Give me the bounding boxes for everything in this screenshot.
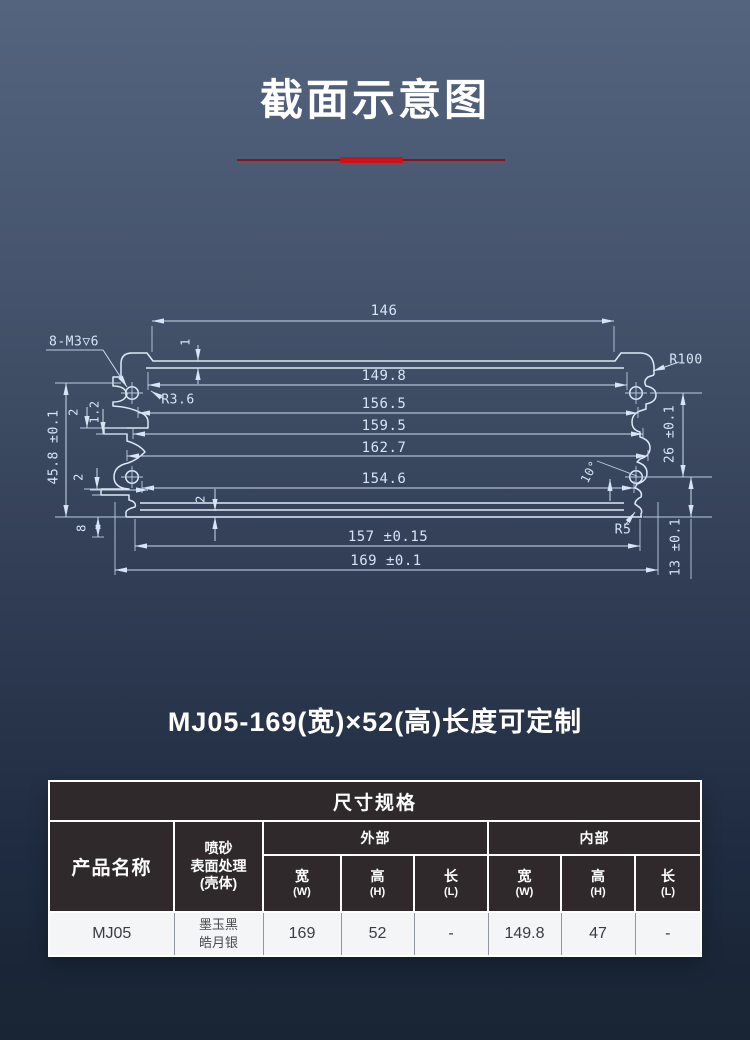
group-header-inner: 内部 xyxy=(486,820,703,856)
dimension-label: 149.8 xyxy=(362,368,407,384)
dimension-label: R5 xyxy=(615,523,632,538)
dimension-en-label: (W) xyxy=(515,885,534,898)
cell-dimension-value: 47 xyxy=(560,911,636,957)
cell-dimension-value: 169 xyxy=(262,911,342,957)
cell-dimension-value: 149.8 xyxy=(487,911,562,957)
col-header-dimension: 高(H) xyxy=(560,854,636,913)
dimension-label: 157 ±0.15 xyxy=(348,529,428,545)
dimension-label: 156.5 xyxy=(362,396,407,412)
text-line: 表面处理 xyxy=(190,857,247,874)
cell-product-name: MJ05 xyxy=(48,911,175,957)
col-header-finish: 喷砂表面处理(壳体) xyxy=(173,820,264,913)
dimension-label: 154.6 xyxy=(362,471,407,487)
dimension-label: 2 xyxy=(67,408,81,416)
dimension-cn-label: 长 xyxy=(661,868,675,884)
col-header-dimension: 高(H) xyxy=(340,854,415,913)
dimension-label: 26 ±0.1 xyxy=(663,405,678,463)
product-spec-headline: MJ05-169(宽)×52(高)长度可定制 xyxy=(167,707,583,737)
dimension-cn-label: 高 xyxy=(591,868,605,884)
spec-table-title: 尺寸规格 xyxy=(47,780,703,822)
dimension-en-label: (H) xyxy=(369,885,386,898)
dimension-label: 2 xyxy=(194,495,208,503)
dimension-cn-label: 高 xyxy=(370,868,385,884)
dimension-label: 162.7 xyxy=(362,440,407,456)
dimension-label: 45.8 ±0.1 xyxy=(47,410,62,485)
col-header-dimension: 宽(W) xyxy=(487,854,562,913)
dimension-label: 2 xyxy=(72,473,86,481)
dimension-en-label: (L) xyxy=(660,885,676,898)
col-header-product-name: 产品名称 xyxy=(48,820,175,913)
dimension-en-label: (H) xyxy=(590,885,606,898)
text-line: 喷砂 xyxy=(204,840,233,857)
dimension-label: 13 ±0.1 xyxy=(669,518,684,576)
cell-dimension-value: 52 xyxy=(340,911,415,957)
text-line: (壳体) xyxy=(199,875,238,892)
dimension-en-label: (W) xyxy=(293,885,311,898)
page-title: 截面示意图 xyxy=(260,77,490,125)
dimension-label: 1 xyxy=(179,338,193,346)
cell-dimension-value: - xyxy=(413,911,489,957)
dimension-label: 146 xyxy=(371,303,398,319)
dimension-en-label: (L) xyxy=(443,885,459,898)
leader-lines xyxy=(84,345,680,541)
spec-table: 尺寸规格 产品名称 喷砂表面处理(壳体) 外部 内部 宽(W)高(H)长(L)宽… xyxy=(47,780,703,957)
dimension-label: R3.6 xyxy=(161,393,194,408)
dimension-label: 10° xyxy=(578,458,601,485)
col-header-dimension: 长(L) xyxy=(413,854,489,913)
boss-crosshairs xyxy=(121,382,647,488)
cell-dimension-value: - xyxy=(634,911,703,957)
dimension-lines xyxy=(63,318,694,573)
red-divider-accent xyxy=(340,157,403,163)
dimension-label: R100 xyxy=(669,353,702,368)
dimension-label: 169 ±0.1 xyxy=(350,553,421,569)
text-line: 皓月银 xyxy=(198,935,238,950)
dimension-label: 8-M3▽6 xyxy=(49,335,99,350)
dimension-cn-label: 长 xyxy=(444,868,458,884)
dimension-label: 8 xyxy=(75,524,89,532)
cell-finish: 墨玉黑皓月银 xyxy=(173,911,264,957)
dimension-cn-label: 宽 xyxy=(295,868,309,884)
text-line: 墨玉黑 xyxy=(198,917,238,933)
dimension-cn-label: 宽 xyxy=(517,868,532,884)
col-header-dimension: 长(L) xyxy=(633,854,703,913)
dimension-labels: 8-M3▽6 146 149.8 156.5 159.5 162.7 154.6 157 ±0… xyxy=(47,303,703,576)
dimension-label: 1.2 xyxy=(88,400,102,423)
dimension-label: 159.5 xyxy=(362,418,407,434)
red-divider xyxy=(237,156,505,164)
col-header-dimension: 宽(W) xyxy=(262,854,342,913)
group-header-outer: 外部 xyxy=(262,820,489,856)
